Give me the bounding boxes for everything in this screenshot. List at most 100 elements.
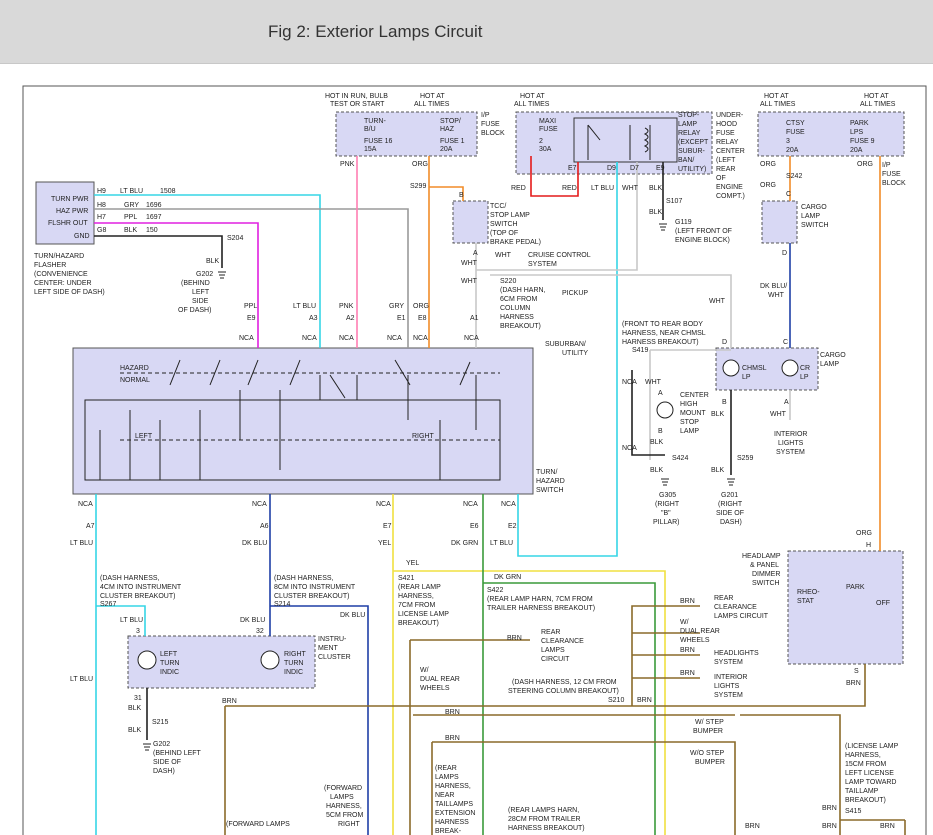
label: W/ — [680, 619, 689, 626]
label: LAMP — [680, 428, 699, 435]
label: BLK — [206, 258, 220, 265]
label: 7CM FROM — [398, 602, 436, 609]
figure-header: Fig 2: Exterior Lamps Circuit — [0, 0, 933, 64]
label: S299 — [410, 183, 426, 190]
label: GRY — [389, 303, 404, 310]
label: CR — [800, 365, 810, 372]
label: FUSE — [539, 126, 558, 133]
label: CENTER: UNDER — [34, 280, 92, 287]
label: A — [784, 399, 789, 406]
label: PNK — [340, 161, 355, 168]
label: (REAR LAMPS HARN, — [508, 807, 579, 814]
label: RIGHT — [284, 651, 307, 658]
left-turn-indicator-icon — [137, 650, 157, 670]
label: CIRCUIT — [541, 656, 570, 663]
label: HIGH — [680, 401, 698, 408]
label: TRAILER HARNESS BREAKOUT) — [487, 605, 595, 612]
label: LAMP TOWARD — [845, 779, 896, 786]
label: SIDE — [192, 298, 209, 305]
label: 1508 — [160, 188, 176, 195]
label: 20A — [440, 146, 453, 153]
label: BRN — [822, 805, 837, 812]
label: SYSTEM — [528, 261, 557, 268]
label: (EXCEPT — [678, 139, 709, 146]
label: INSTRU- — [318, 636, 347, 643]
label: CLEARANCE — [541, 638, 584, 645]
label: BLK — [650, 439, 664, 446]
label: 30A — [539, 146, 552, 153]
label: STOP/ — [440, 118, 461, 125]
label: 8CM INTO INSTRUMENT — [274, 584, 356, 591]
label: LT BLU — [120, 188, 143, 195]
label: ORG — [412, 161, 428, 168]
label: 4CM INTO INSTRUMENT — [100, 584, 182, 591]
label: LAMPS — [435, 774, 459, 781]
label: B — [459, 192, 464, 199]
label: NORMAL — [120, 377, 150, 384]
label: (RIGHT — [655, 501, 680, 508]
label: SUBURBAN/ — [545, 341, 586, 348]
label: LT BLU — [490, 540, 513, 547]
label: PPL — [124, 214, 137, 221]
label: H9 — [97, 188, 106, 195]
label: TURN/HAZARD — [34, 253, 84, 260]
label: NCA — [463, 501, 478, 508]
label: (FORWARD LAMPS — [226, 821, 290, 828]
label: DASH) — [720, 519, 742, 526]
label: FUSE 1 — [440, 138, 465, 145]
label: TURN — [284, 660, 303, 667]
label: S259 — [737, 455, 753, 462]
label: W/ STEP — [695, 719, 724, 726]
label: 15CM FROM — [845, 761, 886, 768]
label: RELAY — [716, 139, 739, 146]
label: LT BLU — [591, 185, 614, 192]
label: DK BLU — [242, 540, 267, 547]
label: 6CM FROM — [500, 296, 538, 303]
label: (TOP OF — [490, 230, 518, 237]
label: RED — [562, 185, 577, 192]
label: CRUISE CONTROL — [528, 252, 591, 259]
label: PNK — [339, 303, 354, 310]
label: NCA — [413, 335, 428, 342]
label: PILLAR) — [653, 519, 679, 526]
label: BLOCK — [481, 130, 505, 137]
label: 2 — [539, 138, 543, 145]
label: 3 — [136, 628, 140, 635]
label: (DASH HARN, — [500, 287, 546, 294]
label: TURN- — [364, 118, 386, 125]
label: HARNESS BREAKOUT) — [508, 825, 585, 832]
label: BRN — [637, 697, 652, 704]
label: MOUNT — [680, 410, 706, 417]
label: S107 — [666, 198, 682, 205]
label: G202 — [153, 741, 170, 748]
label: STEERING COLUMN BREAKOUT) — [508, 688, 619, 695]
label: NCA — [376, 501, 391, 508]
label: INTERIOR — [714, 674, 747, 681]
label: STAT — [797, 598, 815, 605]
label: LEFT — [160, 651, 178, 658]
label: MENT — [318, 645, 339, 652]
label: LT BLU — [120, 617, 143, 624]
label: OF — [716, 175, 726, 182]
label: NCA — [501, 501, 516, 508]
label: TURN/ — [536, 469, 557, 476]
label: 3 — [786, 138, 790, 145]
label: S — [854, 668, 859, 675]
label: CLUSTER BREAKOUT) — [100, 593, 175, 600]
label: LPS — [850, 129, 864, 136]
label: E6 — [470, 523, 479, 530]
label: E7 — [383, 523, 392, 530]
label: BAN/ — [678, 157, 694, 164]
stop-lamp-relay — [587, 124, 651, 160]
label: LP — [800, 374, 809, 381]
label: ORG — [856, 530, 872, 537]
label: WHT — [622, 185, 639, 192]
label: S422 — [487, 587, 503, 594]
label: & PANEL — [750, 562, 779, 569]
label: A3 — [309, 315, 318, 322]
label: CARGO — [820, 352, 846, 359]
label: BRN — [680, 598, 695, 605]
label: (DASH HARNESS, — [100, 575, 160, 582]
label: CTSY — [786, 120, 805, 127]
label: S215 — [152, 719, 168, 726]
